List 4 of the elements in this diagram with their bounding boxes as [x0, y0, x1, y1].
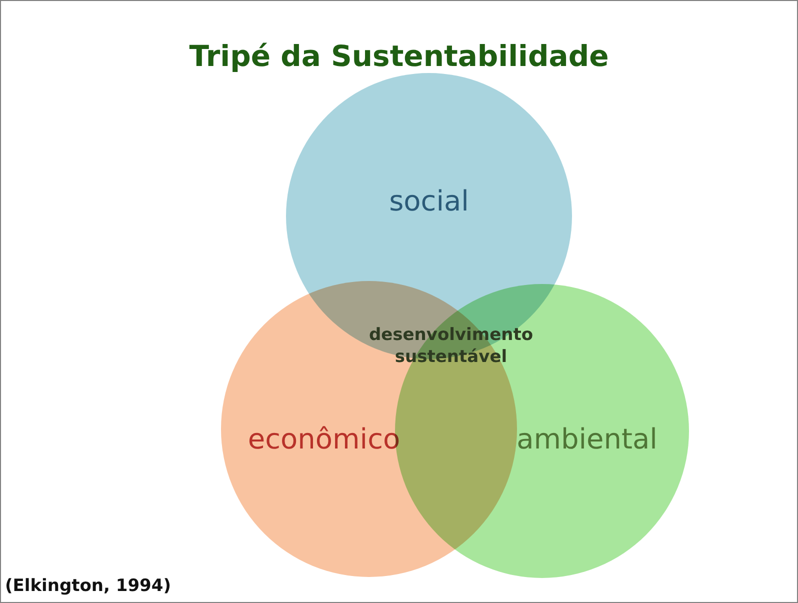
circle-label: social [389, 184, 469, 218]
circle-label: ambiental [516, 422, 658, 456]
caption: (Elkington, 1994) [5, 576, 171, 596]
title: Tripé da Sustentabilidade [188, 39, 610, 73]
